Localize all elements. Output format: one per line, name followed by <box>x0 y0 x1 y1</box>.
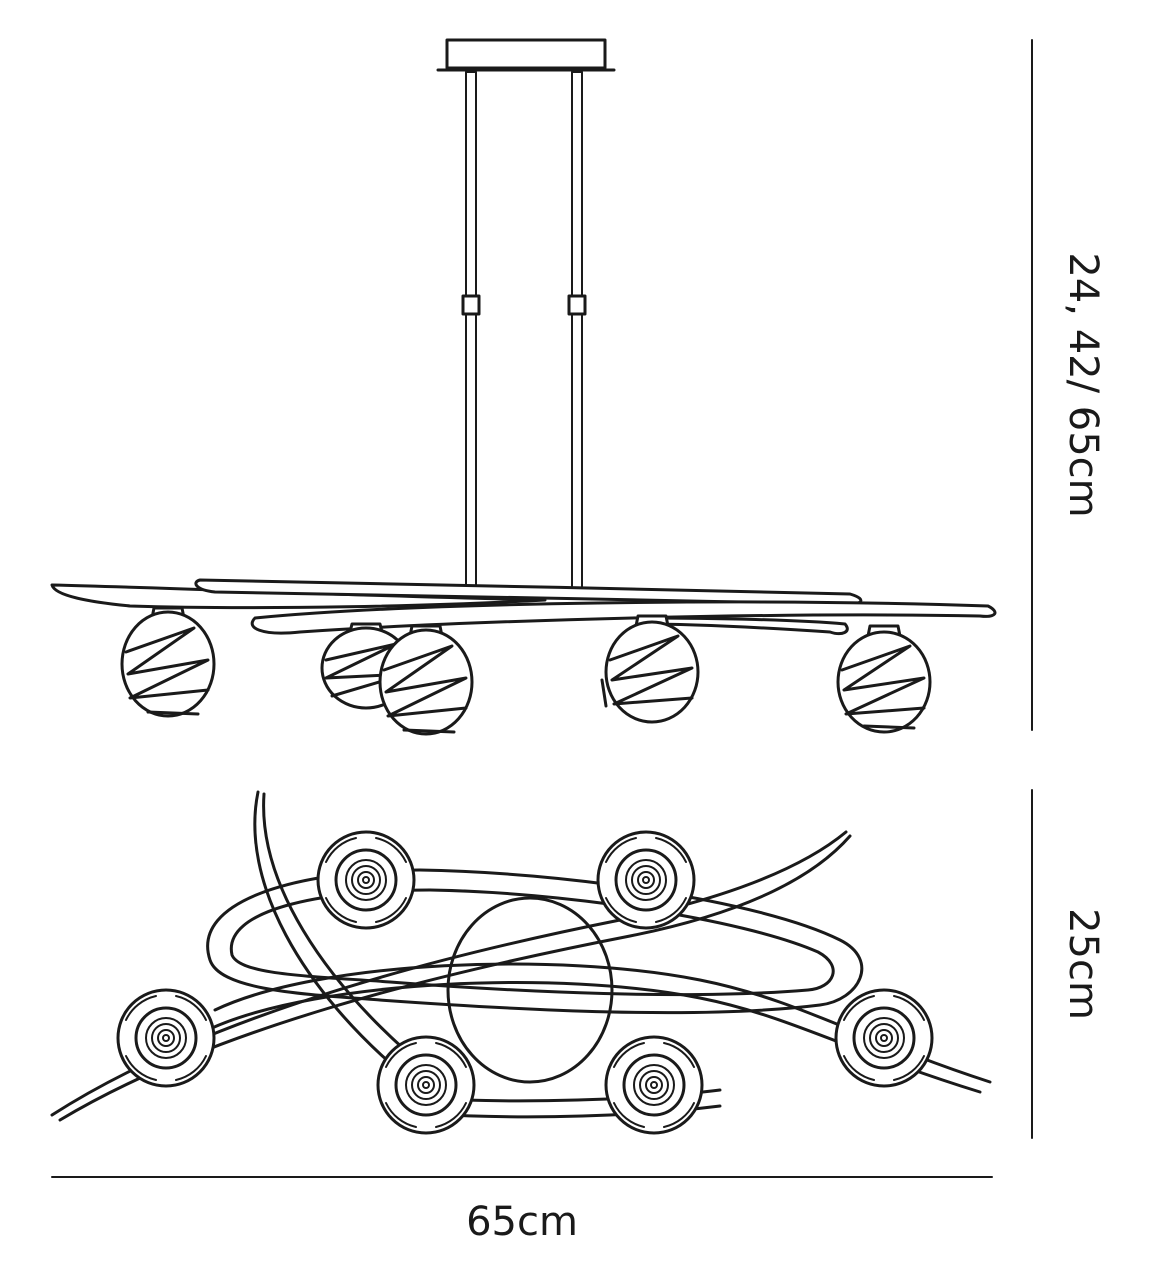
suspension-rods <box>461 71 587 593</box>
top-shade-5 <box>604 1035 704 1135</box>
depth-label: 25cm <box>1060 908 1106 1020</box>
side-shade-1 <box>120 606 216 718</box>
side-shades <box>120 606 932 736</box>
side-shade-3 <box>378 624 474 736</box>
top-shades <box>116 830 934 1135</box>
top-shade-4 <box>376 1035 476 1135</box>
side-shade-4 <box>600 614 700 724</box>
height-label: 24, 42/ 65cm <box>1060 252 1106 517</box>
top-shade-2 <box>596 830 696 930</box>
side-arms <box>50 578 997 636</box>
width-label: 65cm <box>466 1199 578 1245</box>
ceiling-canopy <box>436 38 616 72</box>
side-view <box>50 38 997 736</box>
top-view <box>50 790 992 1135</box>
dimension-lines <box>51 39 1033 1178</box>
top-shade-6 <box>834 988 934 1088</box>
top-shade-1 <box>316 830 416 930</box>
top-shade-3 <box>116 988 216 1088</box>
side-shade-5 <box>836 624 932 734</box>
